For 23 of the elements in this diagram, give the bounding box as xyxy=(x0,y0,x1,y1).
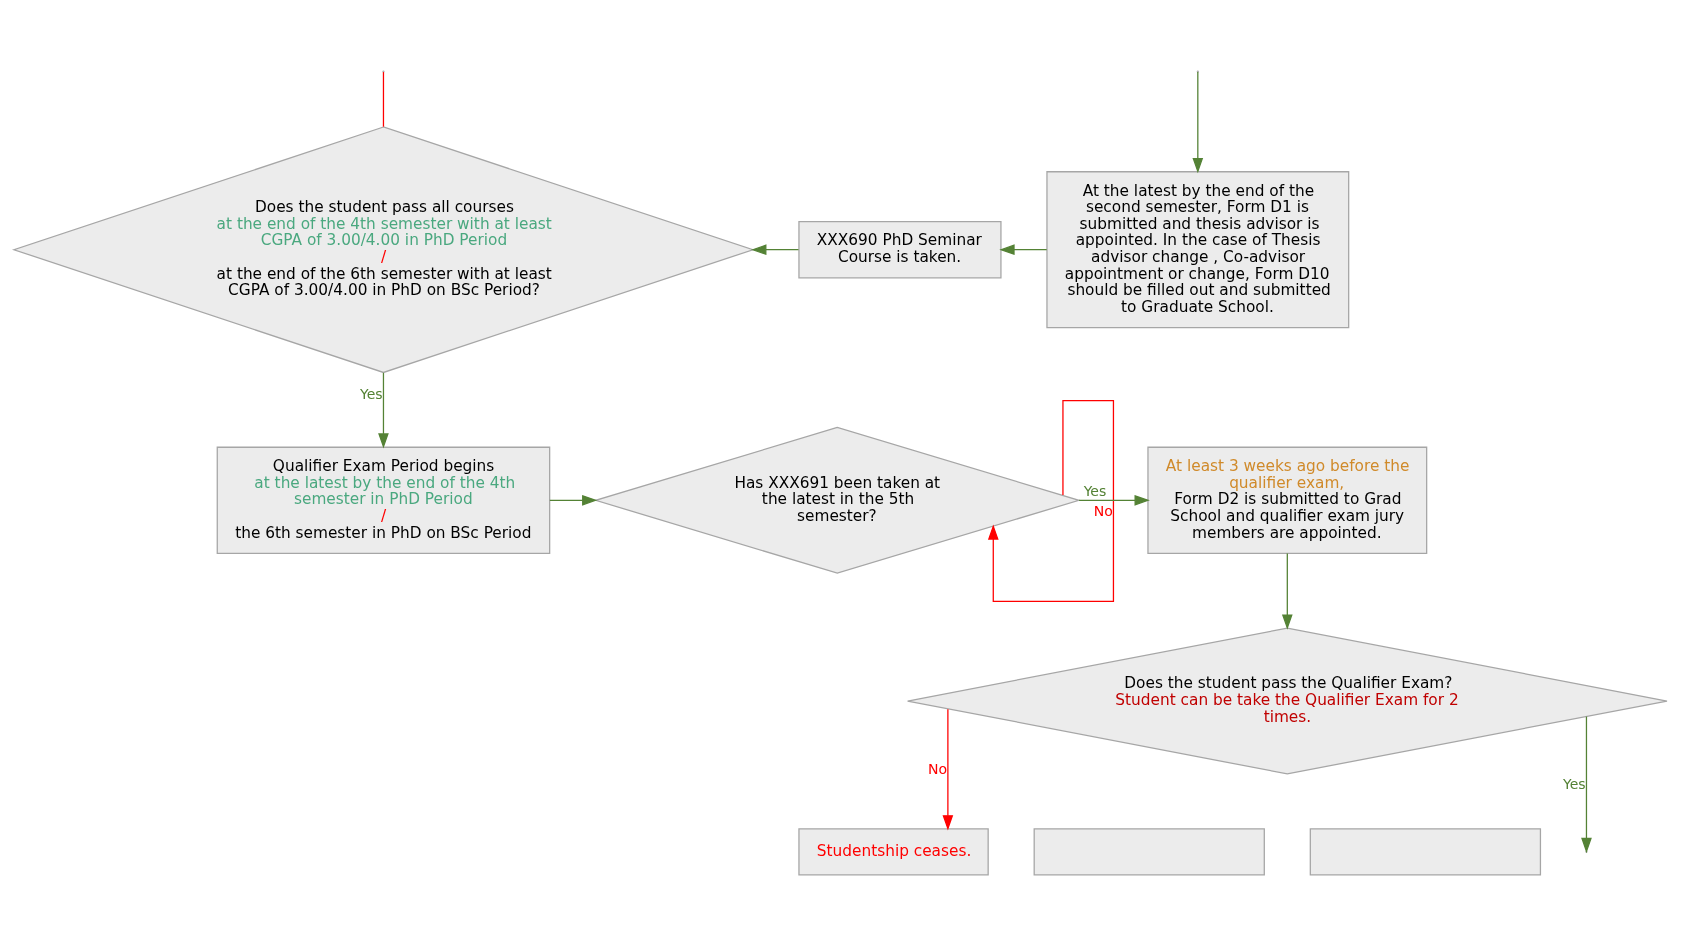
arrow xyxy=(549,494,598,506)
edge-label: No xyxy=(928,760,948,777)
node-box xyxy=(1033,828,1265,876)
arrow xyxy=(378,372,389,449)
arrow xyxy=(999,244,1048,256)
node-box: Studentship ceases. xyxy=(798,828,989,876)
edge-label: Yes xyxy=(1562,775,1586,792)
edge-label: Yes xyxy=(359,386,383,403)
node-box xyxy=(1309,828,1542,876)
node-box: At least 3 weeks ago before the qualifier exam, Form D2 is submitted to Grad School and qualifier exam jury members are appointed. xyxy=(1147,446,1428,554)
node-box: At the latest by the end of the second semester, Form D1 is submitted and thesis advisor is appointed. In the case of Thesis advisor change , Co-advisor appointment or change, Form D10 should be filled out and submitted to Graduate School. xyxy=(1046,171,1350,329)
edge-label: No xyxy=(1093,502,1113,519)
node-box: XXX690 PhD Seminar Course is taken. xyxy=(798,220,1002,279)
arrow xyxy=(1281,552,1293,630)
connector xyxy=(382,71,385,128)
node-diamond: Has XXX691 been taken at the latest in the 5th semester? xyxy=(593,426,1082,574)
node-diamond: Does the student pass all courses at the end of the 4th semester with at least CGPA of 3.00/4.00 in PhD Period / at the end of the 6th semester with at least CGPA of 3.00/4.00 in PhD on BSc Period? xyxy=(11,126,755,374)
arrow xyxy=(987,399,1115,602)
node-box: Qualifier Exam Period begins at the latest by the end of the 4th semester in PhD Period / the 6th semester in PhD on BSc Period xyxy=(216,446,551,554)
arrow xyxy=(1078,494,1150,506)
arrow xyxy=(751,244,800,256)
edge-label: Yes xyxy=(1083,483,1107,500)
arrow xyxy=(942,708,954,831)
